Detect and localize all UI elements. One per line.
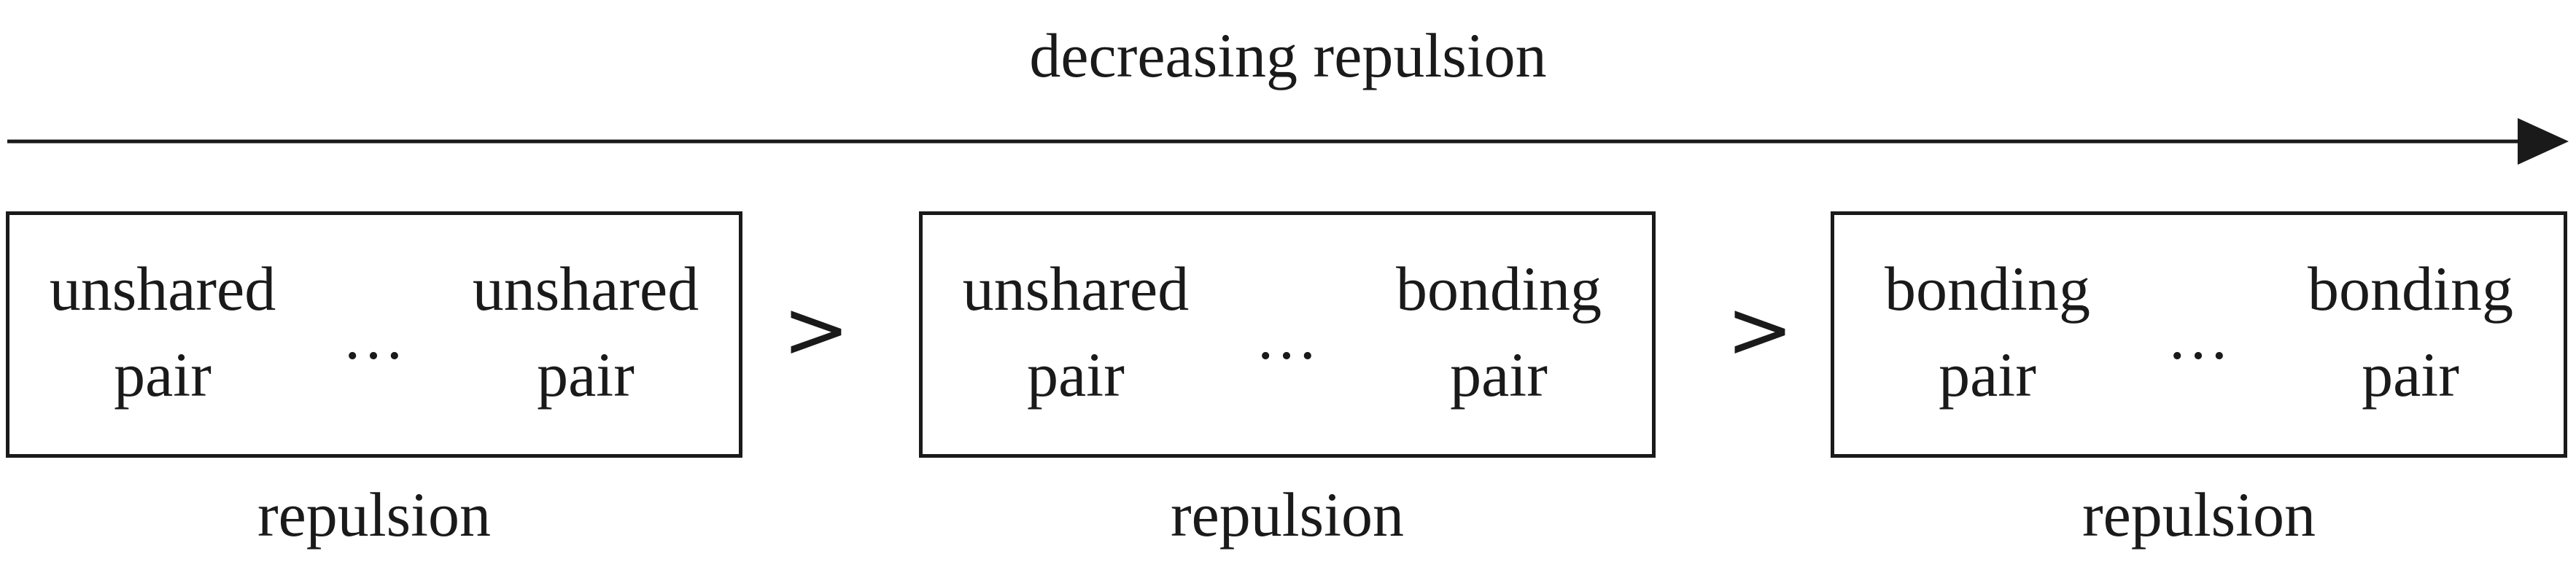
left-term-line-2: pair: [1027, 340, 1125, 410]
box-caption-1: repulsion: [257, 480, 492, 550]
comparison-box-3: bonding pair … bonding pair: [1831, 211, 2567, 458]
left-term-line-2: pair: [114, 340, 212, 410]
arrow-head: [2518, 118, 2569, 165]
left-term-line-1: unshared: [49, 254, 276, 324]
diagram-title: decreasing repulsion: [1029, 20, 1547, 90]
left-term: unshared pair: [9, 246, 316, 418]
left-term-line-1: bonding: [1885, 254, 2090, 324]
right-term: bonding pair: [2257, 246, 2564, 418]
right-term: bonding pair: [1346, 246, 1652, 418]
left-term-line-1: unshared: [962, 254, 1190, 324]
left-term-line-2: pair: [1939, 340, 2036, 410]
ellipsis: …: [2167, 302, 2231, 372]
left-term: bonding pair: [1834, 246, 2141, 418]
box-caption-3: repulsion: [2082, 480, 2316, 550]
right-term-line-1: unshared: [472, 254, 699, 324]
comparison-box-1: unshared pair … unshared pair: [6, 211, 742, 458]
right-term-line-2: pair: [537, 340, 635, 410]
right-term-line-2: pair: [2362, 340, 2459, 410]
right-term-line-1: bonding: [1396, 254, 1602, 324]
right-term-line-2: pair: [1450, 340, 1548, 410]
right-term-line-1: bonding: [2308, 254, 2513, 324]
comparison-box-2: unshared pair … bonding pair: [919, 211, 1656, 458]
ellipsis: …: [1255, 302, 1319, 372]
box-caption-2: repulsion: [1170, 480, 1405, 550]
ellipsis: …: [342, 302, 406, 372]
direction-arrow: [7, 118, 2569, 165]
greater-than-2: >: [1726, 283, 1794, 376]
right-term: unshared pair: [432, 246, 739, 418]
left-term: unshared pair: [923, 246, 1229, 418]
greater-than-1: >: [782, 283, 850, 376]
